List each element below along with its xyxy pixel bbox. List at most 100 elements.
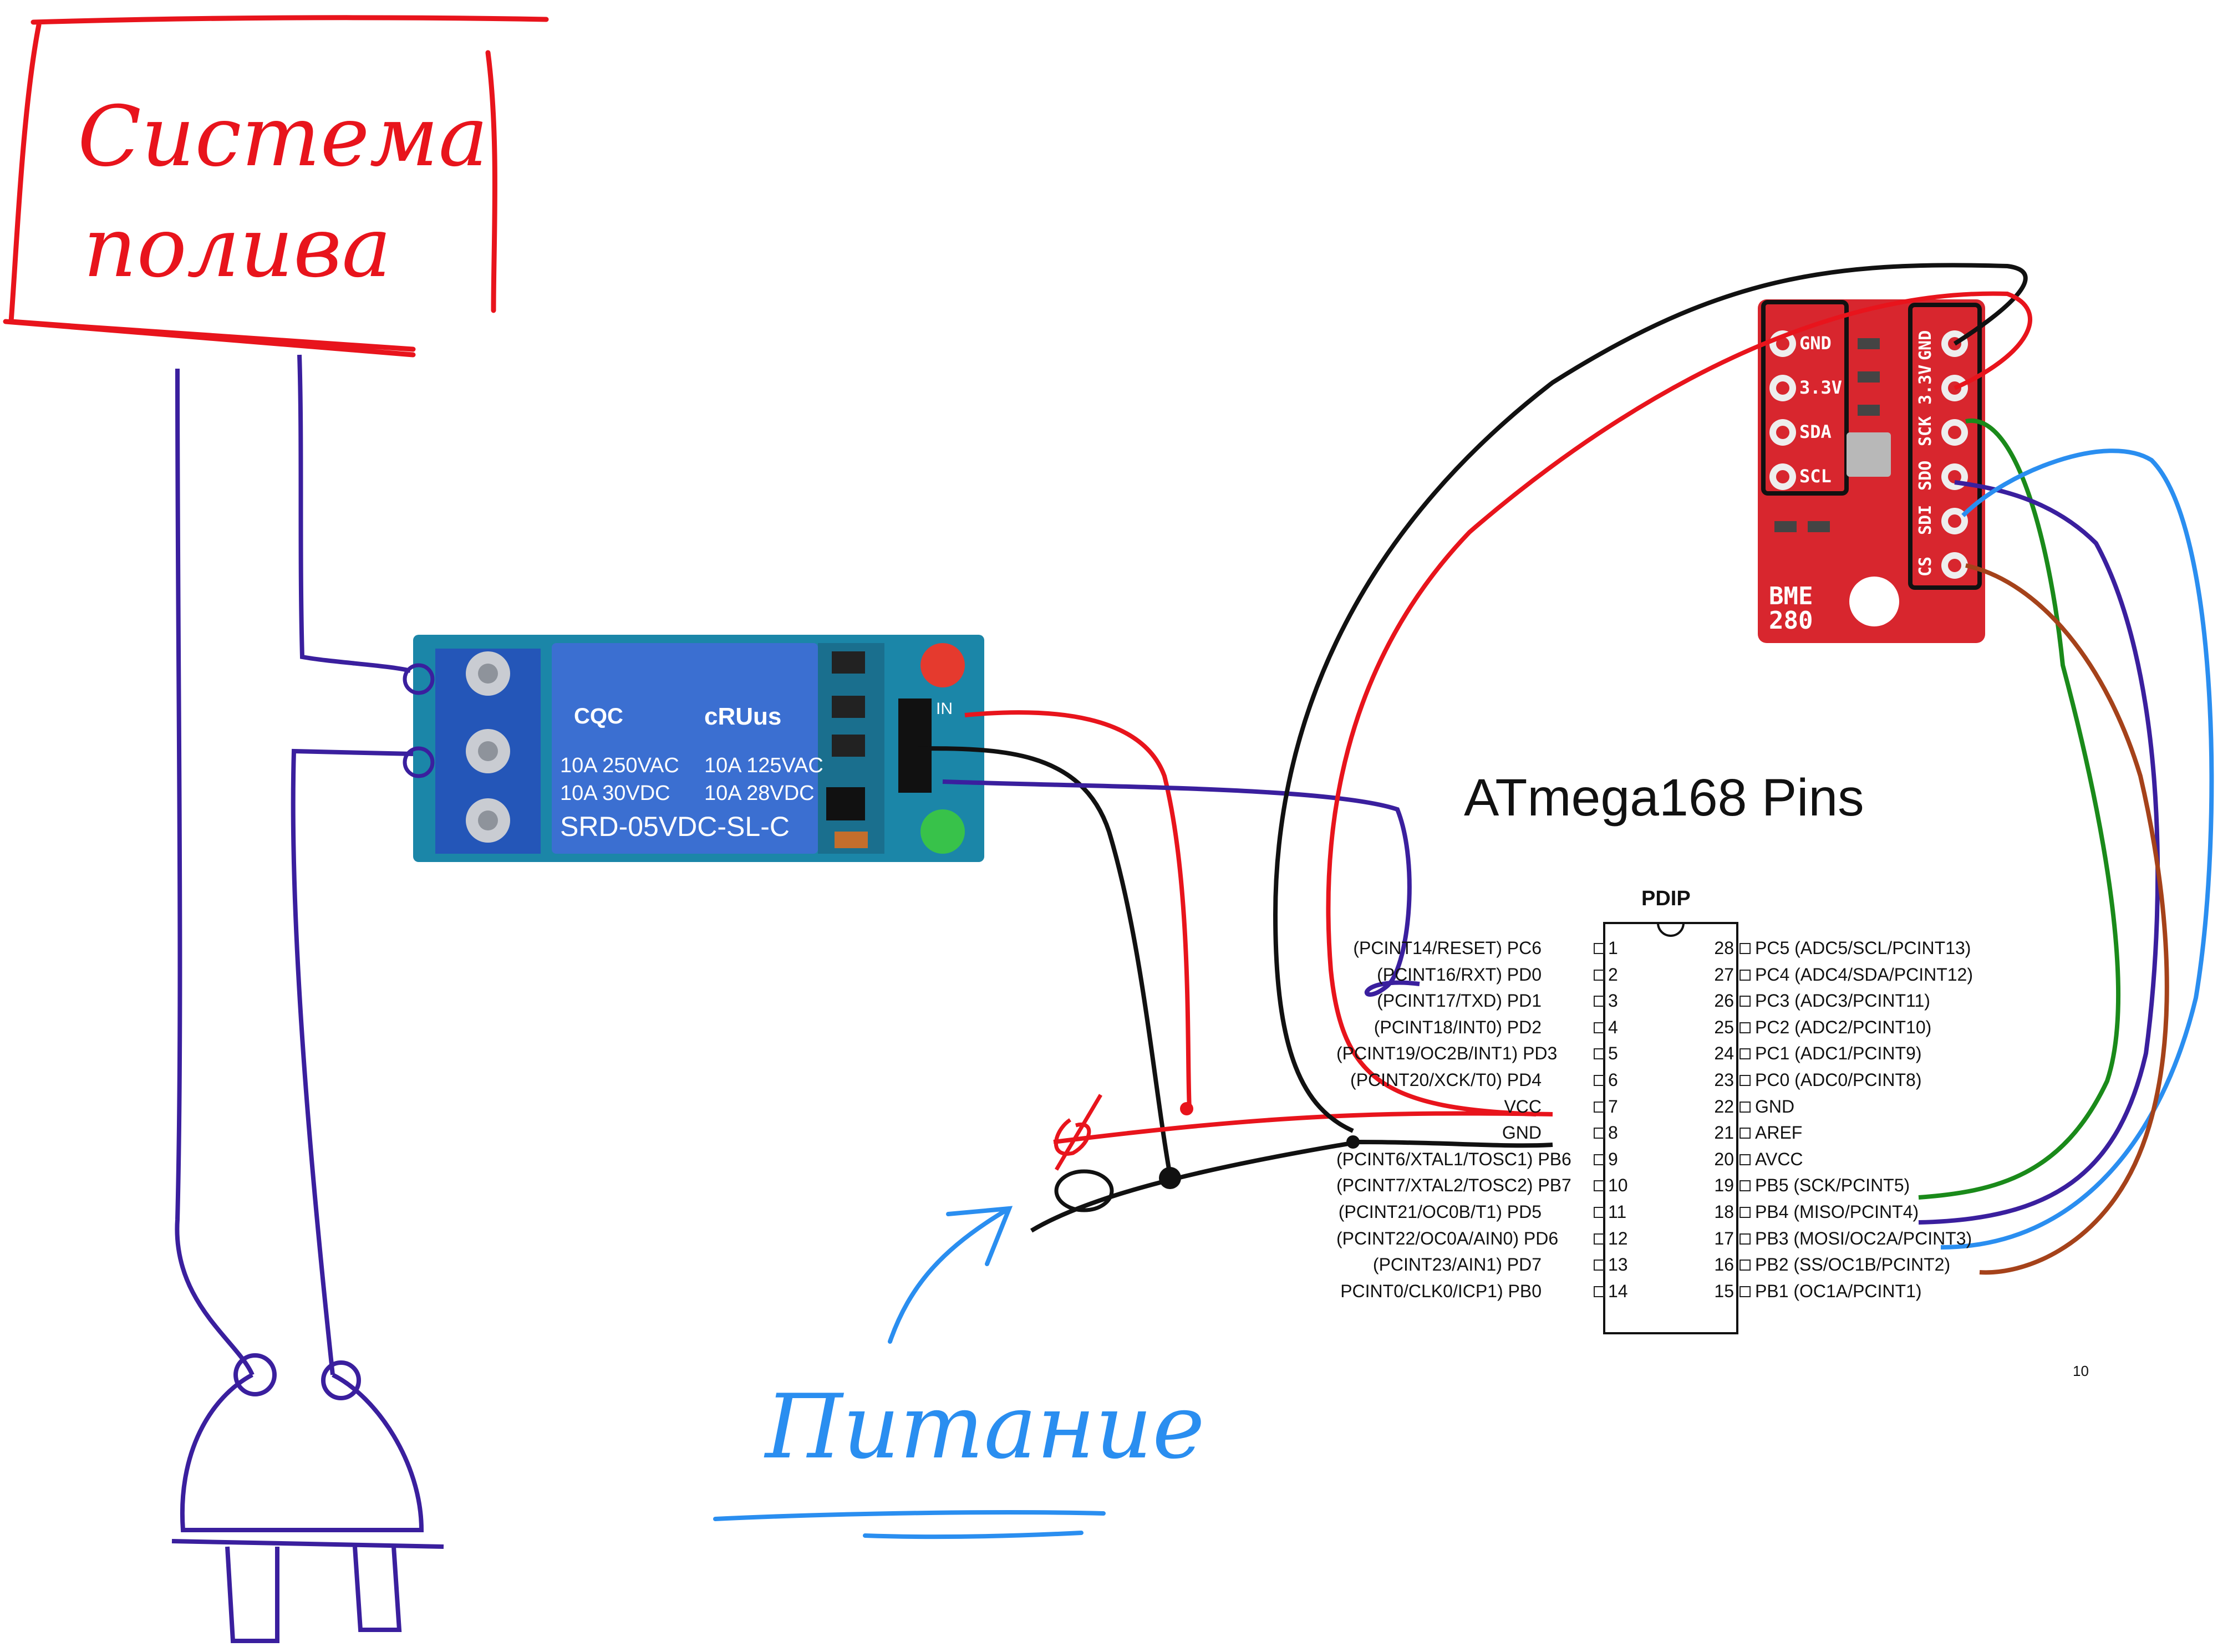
power-underline	[713, 1510, 1106, 1539]
sensor-right-pad-sdi: SDI	[1916, 504, 1935, 535]
left-pin-number: 1	[1608, 938, 1618, 958]
purple-wire-left	[175, 368, 255, 1376]
relay-ul-mark: cRUus	[704, 703, 782, 730]
right-pin-box	[1739, 1207, 1751, 1218]
left-pin-box	[1594, 1233, 1605, 1245]
left-pin-box	[1594, 1048, 1605, 1060]
right-pin-box	[1739, 1180, 1751, 1192]
relay-rating-right-1: 10A 125VAC	[704, 754, 823, 777]
red-wire-relay-vcc	[964, 710, 1192, 1109]
right-pin-label: PC3 (ADC3/PCINT11)	[1755, 991, 1930, 1011]
sensor-name-line2: 280	[1769, 606, 1813, 635]
right-pin-box	[1739, 1048, 1751, 1060]
left-pin-box	[1594, 1101, 1605, 1113]
sensor-left-pad-3v3: 3.3V	[1799, 377, 1843, 398]
left-pin-label: (PCINT6/XTAL1/TOSC1) PB6	[1336, 1149, 1571, 1169]
left-pin-label: (PCINT23/AIN1) PD7	[1372, 1255, 1542, 1275]
left-pin-number: 3	[1608, 991, 1618, 1011]
page-number: 10	[2073, 1363, 2089, 1379]
left-pin-box	[1594, 1207, 1605, 1218]
sensor-right-pad-cs: CS	[1916, 556, 1935, 577]
black-wire-sensor-gnd	[1273, 263, 2028, 1133]
left-pin-box	[1594, 996, 1605, 1007]
left-pin-number: 9	[1608, 1149, 1618, 1169]
system-label-line2: полива	[83, 200, 391, 296]
right-pin-number: 26	[1714, 991, 1734, 1011]
relay-rating-left-1: 10A 250VAC	[560, 754, 679, 777]
relay-model: SRD-05VDC-SL-C	[560, 811, 790, 842]
purple-wire-sdo	[1918, 480, 2160, 1225]
right-pin-label: PB1 (OC1A/PCINT1)	[1755, 1281, 1922, 1301]
relay-rating-left-2: 10A 30VDC	[560, 782, 670, 805]
left-pin-label: (PCINT16/RXT) PD0	[1377, 964, 1542, 985]
system-label-line1: Система	[78, 89, 489, 185]
right-pin-label: PB4 (MISO/PCINT4)	[1755, 1202, 1919, 1222]
right-pin-label: PB3 (MOSI/OC2A/PCINT3)	[1755, 1228, 1972, 1248]
relay-module	[413, 635, 984, 862]
relay-brand-mark: CQC	[574, 704, 623, 728]
right-pin-label: AVCC	[1755, 1149, 1803, 1169]
left-pin-box	[1594, 943, 1605, 954]
right-pin-label: PC5 (ADC5/SCL/PCINT13)	[1755, 938, 1971, 958]
left-pin-label: GND	[1502, 1123, 1542, 1143]
sensor-left-pad-scl: SCL	[1799, 466, 1832, 487]
right-pin-number: 20	[1714, 1149, 1734, 1169]
plug-wire-mark-1	[233, 1353, 277, 1396]
chip-package-label: PDIP	[1641, 887, 1691, 910]
right-pin-number: 16	[1714, 1255, 1734, 1275]
relay-pin-in: IN	[936, 700, 953, 718]
sensor-right-pad-gnd: GND	[1916, 330, 1935, 360]
right-pin-box	[1739, 996, 1751, 1007]
left-pin-label: (PCINT20/XCK/T0) PD4	[1350, 1070, 1542, 1090]
relay-terminal-mark-2	[403, 746, 435, 778]
power-arrow	[888, 1206, 1013, 1344]
purple-wire-right	[291, 354, 414, 1375]
left-pin-number: 10	[1608, 1175, 1628, 1196]
right-pin-box	[1739, 1286, 1751, 1297]
black-power-rail	[1030, 1139, 1553, 1233]
right-pin-number: 22	[1714, 1096, 1734, 1116]
black-wire-relay-gnd	[914, 746, 1172, 1176]
left-pin-number: 11	[1608, 1202, 1627, 1222]
right-pin-label: GND	[1755, 1096, 1795, 1116]
left-pin-box	[1594, 1075, 1605, 1086]
left-pin-number: 5	[1608, 1043, 1618, 1064]
right-pin-box	[1739, 1233, 1751, 1245]
left-pin-box	[1594, 1286, 1605, 1297]
black-junction-dot	[1159, 1167, 1181, 1189]
purple-wire-relay-in	[942, 779, 1420, 997]
left-pin-box	[1594, 1022, 1605, 1033]
red-wire-sensor-3v3	[1326, 291, 2032, 1116]
left-pin-box	[1594, 1180, 1605, 1192]
left-pin-label: PCINT0/CLK0/ICP1) PB0	[1340, 1281, 1542, 1301]
right-pin-label: PB2 (SS/OC1B/PCINT2)	[1755, 1255, 1951, 1275]
right-pin-number: 15	[1714, 1281, 1734, 1301]
left-pin-box	[1594, 1128, 1605, 1139]
red-strike-mark	[1054, 1094, 1103, 1171]
sensor-right-pad-sck: SCK	[1916, 416, 1935, 446]
right-pin-number: 23	[1714, 1070, 1734, 1090]
left-pin-number: 8	[1608, 1123, 1618, 1143]
right-pin-box	[1739, 1128, 1751, 1139]
right-pin-label: AREF	[1755, 1123, 1803, 1143]
right-pin-number: 28	[1714, 938, 1734, 958]
right-pin-label: PC0 (ADC0/PCINT8)	[1755, 1070, 1922, 1090]
left-pin-label: (PCINT19/OC2B/INT1) PD3	[1336, 1043, 1558, 1064]
left-pin-number: 4	[1608, 1017, 1618, 1037]
brown-wire-cs	[1965, 563, 2169, 1275]
left-pin-label: (PCINT17/TXD) PD1	[1377, 991, 1542, 1011]
right-pin-box	[1739, 1101, 1751, 1113]
sensor-left-pad-sda: SDA	[1799, 421, 1832, 442]
left-pin-number: 12	[1608, 1228, 1628, 1248]
red-power-rail	[1053, 1111, 1553, 1144]
plug-wire-mark-2	[321, 1360, 361, 1400]
right-pin-label: PC4 (ADC4/SDA/PCINT12)	[1755, 964, 1973, 985]
right-pin-box	[1739, 969, 1751, 981]
right-pin-number: 19	[1714, 1175, 1734, 1196]
left-pin-number: 6	[1608, 1070, 1618, 1090]
power-plug	[171, 1373, 444, 1643]
left-pin-number: 14	[1608, 1281, 1628, 1301]
chip-title: ATmega168 Pins	[1464, 768, 1864, 827]
left-pin-label: (PCINT14/RESET) PC6	[1353, 938, 1542, 958]
right-pin-box	[1739, 1075, 1751, 1086]
